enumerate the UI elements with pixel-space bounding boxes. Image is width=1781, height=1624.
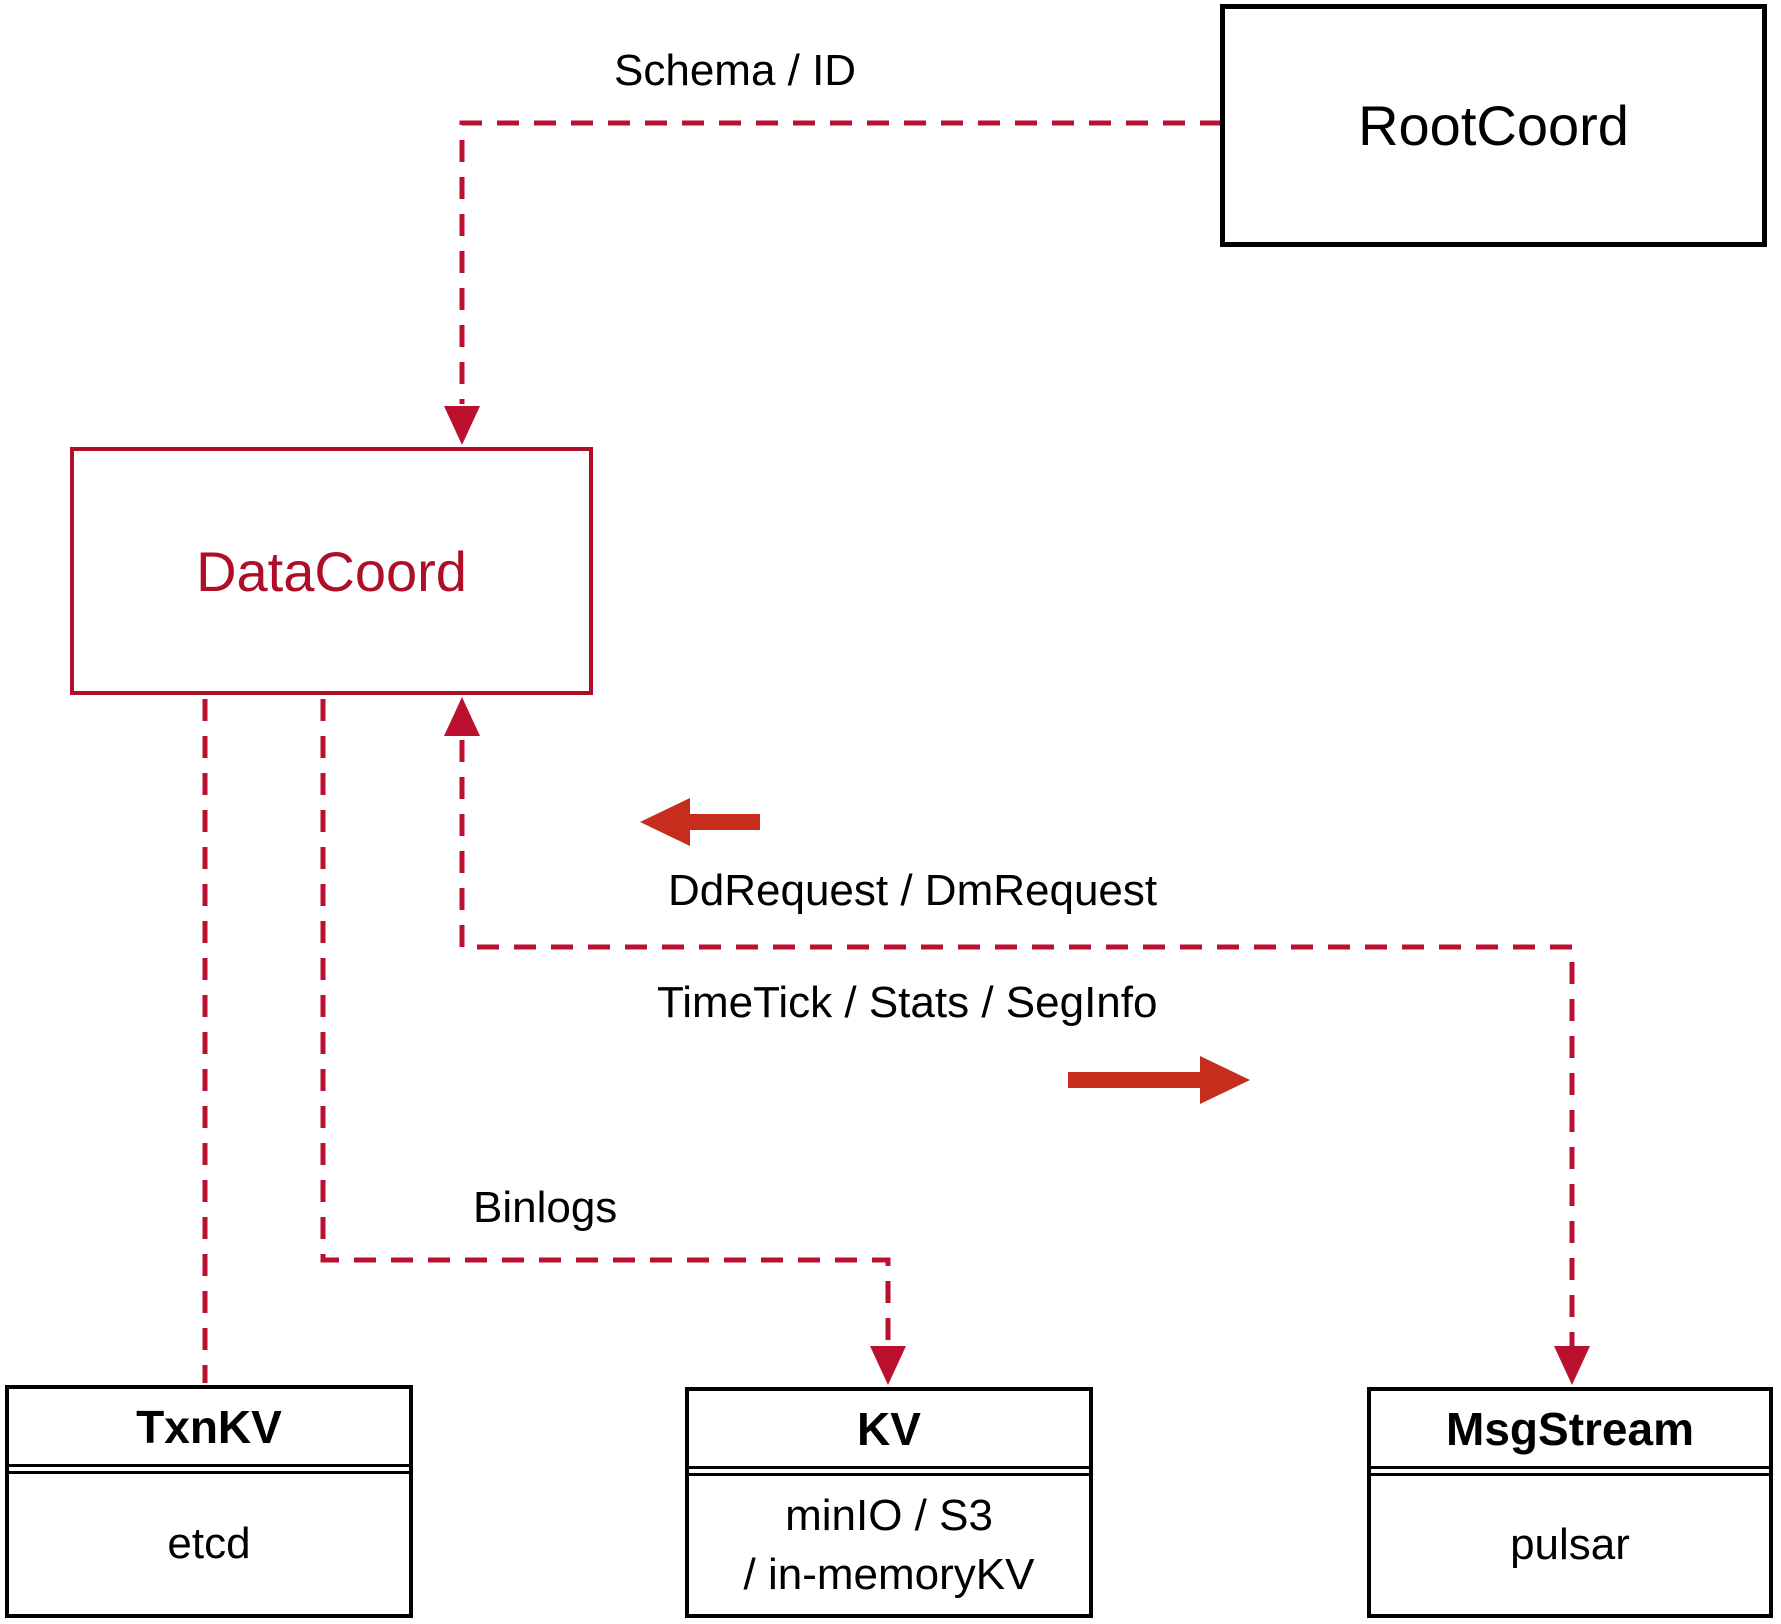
arrowhead-into-datacoord-bottom	[444, 697, 480, 736]
label-binlogs: Binlogs	[473, 1183, 618, 1232]
label-schema-id: Schema / ID	[614, 46, 857, 95]
txnkv-title: TxnKV	[9, 1389, 409, 1467]
kv-title: KV	[689, 1391, 1089, 1469]
node-datacoord: DataCoord	[70, 447, 593, 695]
edge-datacoord-to-msgstream	[459, 740, 1575, 1368]
direction-arrow-right-icon	[1068, 1056, 1250, 1104]
node-msgstream: MsgStream pulsar	[1367, 1387, 1773, 1618]
label-ddrequest-dmrequest: DdRequest / DmRequest	[668, 866, 1158, 915]
kv-body-line2: / in-memoryKV	[743, 1550, 1035, 1599]
datacoord-label: DataCoord	[196, 539, 467, 603]
label-timetick-stats-seginfo: TimeTick / Stats / SegInfo	[657, 978, 1158, 1027]
arrowhead-into-datacoord-top	[444, 406, 480, 445]
rootcoord-label: RootCoord	[1358, 94, 1629, 157]
node-rootcoord: RootCoord	[1220, 4, 1767, 247]
txnkv-body: etcd	[167, 1519, 251, 1569]
node-txnkv: TxnKV etcd	[5, 1385, 413, 1618]
node-kv: KV minIO / S3 / in-memoryKV	[685, 1387, 1093, 1618]
arrowhead-into-kv-top	[870, 1346, 906, 1385]
msgstream-title: MsgStream	[1371, 1391, 1769, 1469]
arrowhead-into-msgstream-top	[1554, 1346, 1590, 1385]
edge-rootcoord-to-datacoord	[459, 120, 1222, 404]
direction-arrow-left-icon	[640, 798, 760, 846]
kv-body-line1: minIO / S3	[785, 1490, 993, 1540]
msgstream-body: pulsar	[1510, 1520, 1630, 1570]
